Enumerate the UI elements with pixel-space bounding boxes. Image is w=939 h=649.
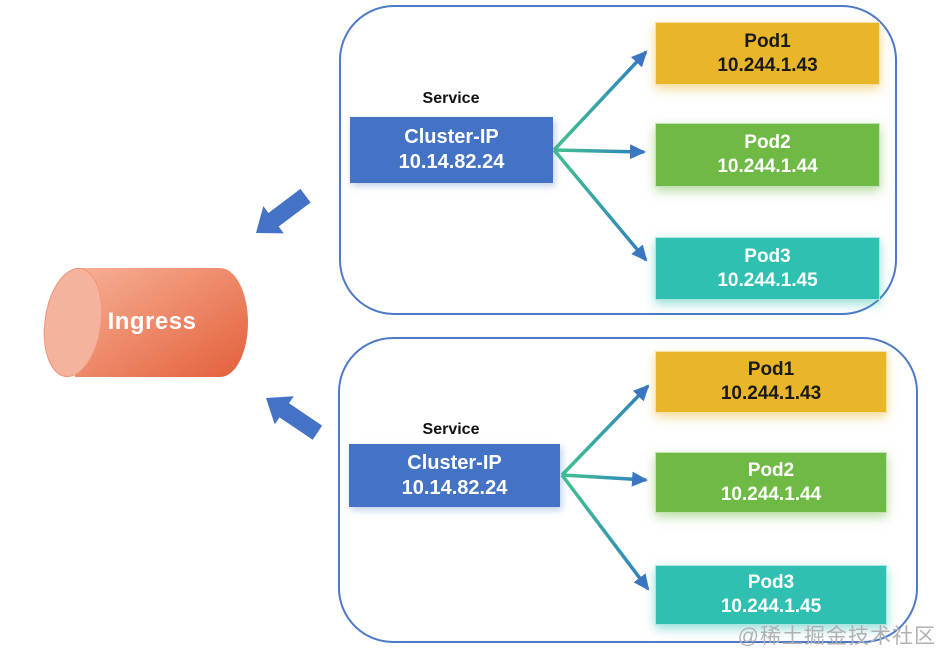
- pod-name: Pod3: [744, 245, 791, 267]
- block-arrow-top-icon: [256, 188, 311, 234]
- pod-name: Pod1: [744, 30, 791, 52]
- ingress-label: Ingress: [107, 308, 197, 335]
- cluster-ip-name: Cluster-IP: [407, 451, 502, 474]
- pod2-box: Pod2 10.244.1.44: [655, 452, 887, 513]
- service-label: Service: [422, 90, 480, 107]
- cluster-ip-address: 10.14.82.24: [401, 476, 508, 499]
- pod-name: Pod2: [744, 132, 791, 153]
- cluster-ip-box: Cluster-IP 10.14.82.24: [349, 444, 560, 507]
- pod-ip: 10.244.1.44: [720, 483, 822, 505]
- pod3-box: Pod3 10.244.1.45: [655, 237, 880, 300]
- pod-ip: 10.244.1.43: [720, 383, 822, 404]
- pod-ip: 10.244.1.45: [720, 596, 822, 617]
- pod1-box: Pod1 10.244.1.43: [655, 351, 887, 413]
- pod-name: Pod1: [747, 359, 795, 380]
- cluster-ip-name: Cluster-IP: [404, 126, 499, 148]
- cluster-ip-box: Cluster-IP 10.14.82.24: [350, 117, 553, 183]
- block-arrow-bottom-icon: [266, 396, 323, 440]
- pod2-box: Pod2 10.244.1.44: [655, 123, 880, 187]
- service-label: Service: [422, 421, 480, 438]
- pod-name: Pod2: [747, 459, 795, 481]
- pod-ip: 10.244.1.44: [717, 156, 818, 177]
- pod-ip: 10.244.1.43: [717, 54, 818, 76]
- watermark: @稀土掘金技术社区: [737, 625, 936, 648]
- cluster-ip-address: 10.14.82.24: [398, 151, 505, 173]
- pod-ip: 10.244.1.45: [717, 269, 818, 291]
- pod3-box: Pod3 10.244.1.45: [655, 565, 887, 625]
- pod-name: Pod3: [747, 572, 795, 593]
- pod1-box: Pod1 10.244.1.43: [655, 22, 880, 85]
